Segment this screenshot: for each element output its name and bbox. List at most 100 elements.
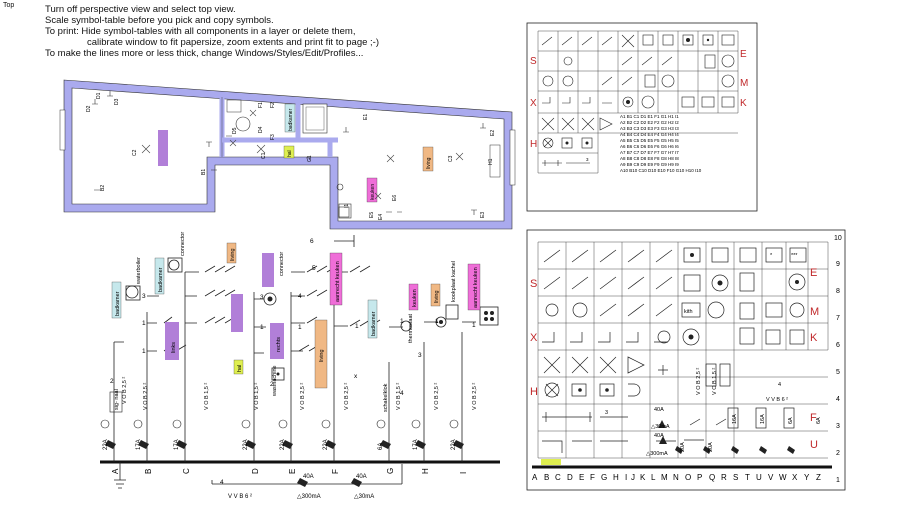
stl-letter-m: M — [810, 306, 819, 318]
stl-letter-e: E — [810, 267, 817, 279]
stl-col-y: Y — [804, 473, 810, 482]
instruction-line-5: To make the lines more or less thick, ch… — [45, 48, 364, 59]
sch-fuse-d: 22A — [243, 439, 249, 450]
fp-point-i1: I1 — [344, 204, 350, 208]
sch-fuse-b: 17A — [136, 439, 142, 450]
sts-code-row-1: A1 B1 C1 D1 E1 F1 G1 H1 I1 — [620, 114, 679, 119]
sch-cable-h: V O B 2,5 ² — [434, 383, 440, 410]
stl-letter-h: H — [530, 386, 538, 398]
stl-letter-f: F — [810, 412, 817, 424]
sch-count-3c: 3 — [418, 352, 422, 359]
stl-cable-25: V O B 2,5 ² — [696, 368, 702, 395]
sch-rcd-b-sens: △30mA — [354, 494, 374, 500]
fp-point-f1: F1 — [258, 102, 264, 108]
sch-count-4b: 4 — [220, 479, 224, 486]
sch-label-connector-2: connector — [279, 252, 285, 276]
view-label: Top — [3, 2, 15, 9]
sch-fuse-c: 17A — [174, 439, 180, 450]
sch-count-1c: 1 — [260, 324, 264, 331]
sts-letter-e: E — [740, 49, 747, 60]
stl-letter-k: K — [810, 332, 818, 344]
fp-point-f3: F3 — [270, 134, 276, 140]
sch-fuse-e: 22A — [280, 439, 286, 450]
sts-code-row-9: A9 B9 C9 D9 E9 F9 G9 H9 I9 — [620, 162, 679, 167]
sch-feeder-lines — [113, 235, 499, 489]
stl-row-7: 7 — [836, 315, 840, 322]
stl-num-3: 3 — [605, 410, 608, 416]
stl-symbols — [542, 247, 807, 453]
sch-count-4c: 4 — [400, 390, 404, 397]
stl-col-f: F — [590, 473, 595, 482]
sts-symbols — [541, 34, 735, 166]
sts-num-3: 3 — [586, 157, 589, 162]
stl-fuse-2: 20A — [708, 442, 714, 452]
stl-col-w: W — [779, 473, 787, 482]
stl-col-c: C — [555, 473, 561, 482]
instruction-line-3: To print: Hide symbol-tables with all co… — [45, 26, 356, 37]
stl-col-l: L — [651, 473, 656, 482]
sch-label-wasmachine: wasmachine — [272, 365, 278, 397]
instruction-line-4: calibrate window to fit papersize, zoom … — [87, 37, 380, 48]
stl-rcd2-rating: 40A — [654, 433, 664, 439]
sch-fuse-g: 6A — [378, 443, 384, 450]
stl-col-v: V — [768, 473, 774, 482]
fp-point-b2: B2 — [100, 185, 106, 191]
sch-count-3a: 3 — [142, 293, 146, 300]
fp-switches — [92, 91, 486, 218]
stl-col-h: H — [613, 473, 619, 482]
stl-col-j: J — [631, 473, 635, 482]
sch-count-2b: 2 — [270, 381, 274, 388]
sch-label-hal: hal — [237, 365, 243, 372]
stl-col-p: P — [697, 473, 702, 482]
sch-fuse-f: 22A — [323, 439, 329, 450]
sch-circuit-c: C — [182, 468, 191, 474]
sch-cable-c: V O B 1,5 ² — [204, 383, 210, 410]
sch-rcd-a-rating: 40A — [303, 474, 314, 480]
fp-window-right — [509, 129, 516, 186]
stl-row-3: 3 — [836, 423, 840, 430]
sts-code-row-5: A5 B5 C5 D5 E5 F5 G5 H5 I5 — [620, 138, 679, 143]
fp-room-hal-label: hal — [287, 150, 293, 157]
sch-room-boxes — [111, 242, 481, 389]
sch-count-4a: 4 — [298, 293, 302, 300]
fp-room-living — [422, 146, 434, 172]
sch-count-2a: 2 — [110, 378, 114, 385]
sch-count-5a: 5 — [312, 265, 316, 272]
stl-col-o: O — [685, 473, 691, 482]
sts-code-row-3: A3 B3 C3 D3 E3 F3 G3 H3 I3 — [620, 126, 679, 131]
sch-circuit-b: B — [144, 469, 153, 474]
stl-col-a: A — [532, 473, 538, 482]
sch-label-kookplaat: kookplaat kachel — [451, 261, 457, 302]
stl-star-label: * — [770, 253, 773, 259]
sch-circuit-d: D — [251, 468, 260, 474]
stl-grid — [537, 241, 829, 459]
fp-point-e5: E5 — [369, 212, 375, 218]
stl-rcd2-sens: △300mA — [646, 451, 668, 457]
fp-room-hal — [283, 145, 295, 159]
sts-code-row-10: A10 B10 C10 D10 E10 F10 G10 H10 I10 — [620, 168, 702, 173]
sch-label-signal: sig- naal — [114, 389, 120, 410]
sts-code-row-8: A8 B8 C8 D8 E8 F8 G8 H8 I8 — [620, 156, 679, 161]
fp-point-d5: D5 — [232, 127, 238, 134]
sch-cable-e: V O B 2,5 ² — [300, 383, 306, 410]
stl-vvb-label: V V B 6 ² — [766, 397, 788, 403]
stl-col-b: B — [544, 473, 549, 482]
sts-letter-x: X — [530, 98, 537, 109]
sts-code-row-6: A6 B6 C6 D6 E6 F6 G6 H6 I6 — [620, 144, 679, 149]
stl-row-10: 10 — [834, 235, 842, 242]
stl-yellow-cell — [541, 459, 561, 465]
stl-col-s: S — [733, 473, 738, 482]
fp-point-e2: E2 — [490, 130, 496, 136]
fp-point-c3: C3 — [448, 155, 454, 162]
instruction-line-2: Scale symbol-table before you pick and c… — [45, 15, 274, 26]
fp-point-e6: E6 — [392, 195, 398, 201]
fp-point-e4: E4 — [378, 214, 384, 220]
stl-col-e: E — [579, 473, 584, 482]
stl-frame — [526, 229, 846, 491]
fp-window-left — [59, 109, 66, 151]
sch-count-1d: 1 — [298, 324, 302, 331]
fp-point-e3: E3 — [480, 212, 486, 218]
sch-count-1b: 1 — [142, 348, 146, 355]
stl-col-i: I — [625, 473, 627, 482]
